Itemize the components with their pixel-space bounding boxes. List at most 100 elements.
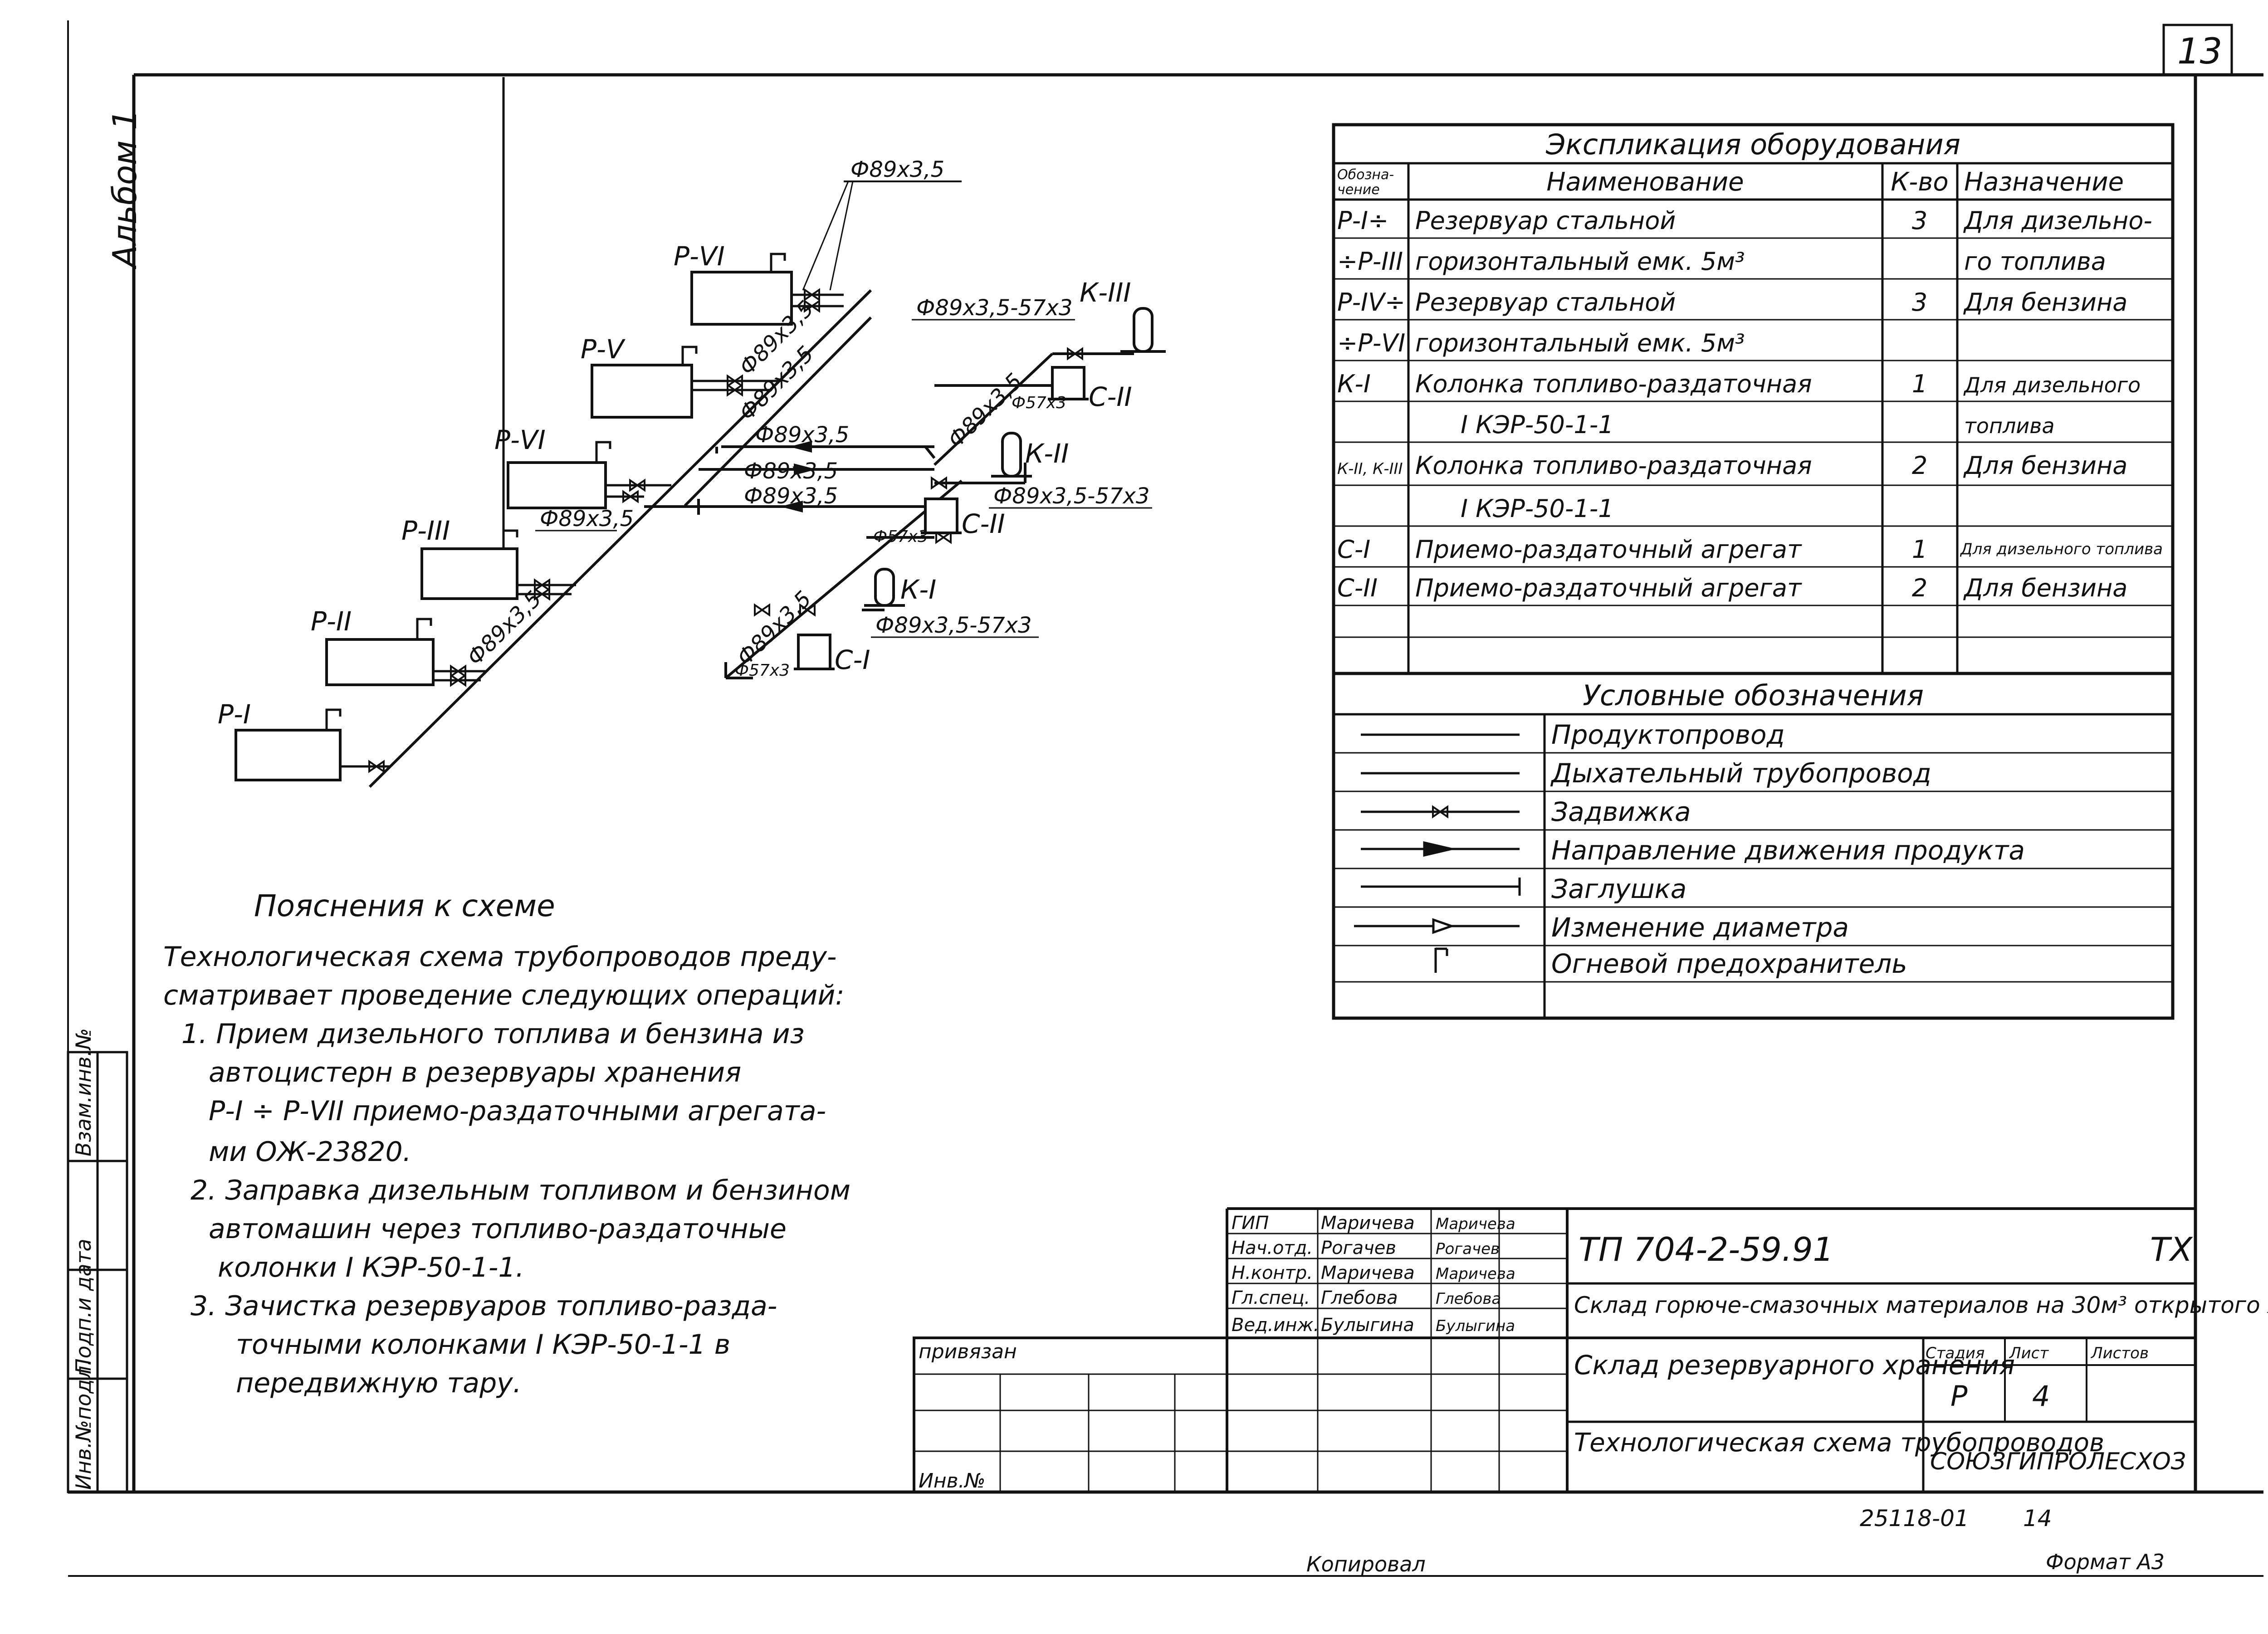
pipe-label: Ф57х3	[1012, 394, 1066, 412]
legend-label-3: Направление движения продукта	[1551, 835, 2025, 866]
notes: Пояснения к схеме Технологическая схема …	[163, 888, 850, 1399]
tank-label: Р-V	[581, 334, 626, 365]
row-2-code: Р-IV÷	[1337, 288, 1405, 317]
attached-label: привязан	[919, 1340, 1017, 1363]
staff-role: ГИП	[1232, 1213, 1269, 1234]
notes-line-11: передвижную тару.	[236, 1367, 522, 1399]
staff-signature: Глебова	[1436, 1290, 1501, 1308]
organization: СОЮЗГИПРОЛЕСХОЗ	[1930, 1448, 2186, 1475]
header-designation-2: чение	[1337, 182, 1380, 198]
explication-header: Обозна- чение Наименование К-во Назначен…	[1337, 167, 2124, 198]
aggregate-label: С-II	[962, 508, 1005, 539]
row-4-purpose: Для дизельного	[1963, 373, 2141, 397]
format-label: Формат А3	[2046, 1550, 2165, 1574]
pipe-label: Ф89х3,5-57х3	[993, 483, 1149, 509]
row-8-qty: 1	[1912, 535, 1927, 564]
pipe-label: Ф89х3,5	[744, 458, 838, 484]
side-stamp-inv: Инв.№подл.	[71, 1359, 96, 1490]
notes-line-6: 2. Заправка дизельным топливом и бензино…	[191, 1175, 850, 1206]
row-6-name: Колонка топливо-раздаточная	[1415, 451, 1812, 480]
pipe-label: Ф89х3,5-57х3	[916, 295, 1072, 321]
pump-label: К-II	[1025, 438, 1069, 469]
project-title: Склад горюче-смазочных материалов на 30м…	[1574, 1292, 2268, 1318]
row-9-purpose: Для бензина	[1963, 574, 2127, 602]
archive-code: 25118-01	[1860, 1505, 1969, 1532]
row-5-name: I КЭР-50-1-1	[1461, 410, 1614, 439]
tank-label: Р-I	[218, 699, 251, 730]
tank-ri	[235, 729, 342, 781]
aggregates	[794, 366, 1089, 670]
tank-rv	[591, 364, 693, 419]
flame-arrester-icon	[595, 441, 611, 463]
notes-line-3: автоцистерн в резервуары хранения	[209, 1057, 741, 1088]
pipes	[368, 289, 1098, 788]
explication-title: Экспликация оборудования	[1545, 128, 1960, 161]
pipe-label: Ф89х3,5	[755, 422, 849, 448]
notes-line-7: автомашин через топливо-раздаточные	[209, 1213, 787, 1245]
notes-line-2: 1. Прием дизельного топлива и бензина из	[181, 1018, 805, 1050]
row-5-purpose: топлива	[1964, 414, 2055, 438]
stage-header: Стадия	[1926, 1344, 1984, 1362]
aggregate-label: С-II	[1089, 381, 1132, 412]
legend-label-6: Огневой предохранитель	[1551, 948, 1907, 979]
pipe-label: Ф89х3,5	[850, 157, 944, 182]
staff-signature: Маричева	[1436, 1265, 1515, 1283]
aggregate-labels: С-II С-II С-I	[835, 381, 1132, 675]
archive-sheet: 14	[2023, 1505, 2052, 1532]
row-9-code: С-II	[1337, 574, 1378, 602]
row-0-code: Р-I÷	[1337, 206, 1388, 235]
tank-rvi-top	[690, 271, 793, 326]
staff-name: Булыгина	[1321, 1315, 1414, 1336]
staff-name: Маричева	[1321, 1263, 1415, 1283]
valve-icon	[754, 604, 770, 616]
row-2-name: Резервуар стальной	[1415, 288, 1676, 317]
row-9-qty: 2	[1912, 574, 1927, 602]
drawing-title: Технологическая схема трубопроводов	[1574, 1428, 2104, 1458]
legend-labels: Продуктопровод Дыхательный трубопровод З…	[1550, 719, 2025, 979]
staff-name: Рогачев	[1321, 1238, 1396, 1258]
pump-kiii	[1098, 307, 1166, 355]
side-stamp-sign: Подп.и дата	[71, 1239, 96, 1374]
row-7-name: I КЭР-50-1-1	[1461, 494, 1614, 523]
sheets-header: Листов	[2090, 1344, 2149, 1362]
staff-role: Н.контр.	[1232, 1263, 1313, 1283]
flame-arrester-icon	[416, 618, 432, 639]
pipe-label: Ф89х3,5-57х3	[875, 613, 1031, 638]
staff-name: Маричева	[1321, 1213, 1415, 1234]
staff-role: Гл.спец.	[1232, 1288, 1310, 1308]
legend-title: Условные обозначения	[1583, 679, 1924, 712]
staff-role: Вед.инж.	[1232, 1315, 1319, 1336]
staff-signature: Рогачев	[1436, 1240, 1500, 1258]
legend-label-5: Изменение диаметра	[1551, 912, 1849, 943]
header-name: Наименование	[1546, 167, 1744, 197]
staff-name: Глебова	[1321, 1288, 1398, 1308]
row-4-qty: 1	[1912, 370, 1927, 398]
notes-line-0: Технологическая схема трубопроводов пред…	[163, 941, 836, 973]
row-0-purpose: Для дизельно-	[1963, 206, 2152, 235]
legend-label-4: Заглушка	[1551, 873, 1686, 904]
legend-label-1: Дыхательный трубопровод	[1550, 758, 1931, 789]
legend-label-2: Задвижка	[1551, 796, 1691, 827]
doc-code: ТП 704-2-59.91	[1579, 1230, 1833, 1268]
legend-flow-arrow-icon	[1361, 841, 1520, 857]
top-sheet-number: 13	[2177, 31, 2222, 72]
header-designation: Обозна-	[1337, 167, 1394, 183]
pipeline-diagram: Р-VI Р-V Р-VI Р-III Р-II Р-I К-III К-II …	[218, 77, 1166, 788]
notes-line-10: точными колонками I КЭР-50-1-1 в	[236, 1329, 730, 1361]
tank-label: Р-III	[401, 515, 450, 546]
header-qty: К-во	[1891, 167, 1948, 197]
pipe-label: Ф89х3,5	[540, 506, 634, 532]
doc-mark: ТХ	[2150, 1230, 2193, 1268]
tanks	[235, 271, 793, 781]
row-1-purpose: го топлива	[1964, 247, 2106, 276]
legend-label-0: Продуктопровод	[1551, 719, 1785, 750]
legend-symbols	[1354, 733, 1521, 973]
row-6-qty: 2	[1912, 451, 1927, 480]
flame-arrester-icon	[325, 708, 342, 730]
row-1-name: горизонтальный емк. 5м³	[1415, 247, 1745, 276]
flame-arresters	[325, 77, 786, 730]
flow-arrow-icon	[789, 441, 812, 453]
notes-line-5: ми ОЖ-23820.	[209, 1136, 411, 1168]
aggregate-cii-bottom	[924, 498, 958, 534]
sheet-header: Лист	[2009, 1344, 2049, 1362]
